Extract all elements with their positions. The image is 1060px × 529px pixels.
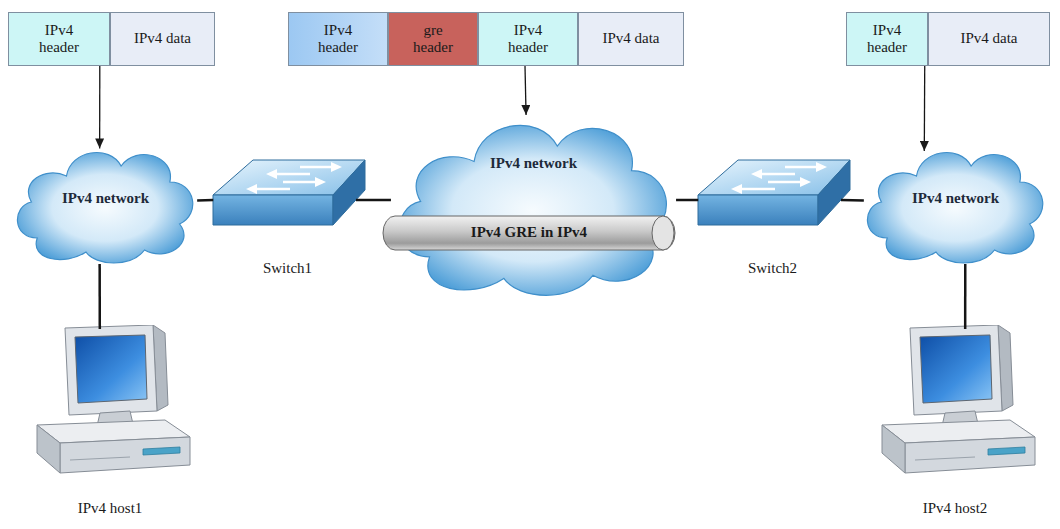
packet-field: gre header [388, 12, 478, 66]
network-label: IPv4 network [8, 190, 203, 207]
network-cloud: IPv4 network [8, 138, 203, 268]
host-node: IPv4 host2 [870, 325, 1040, 525]
network-cloud: IPv4 networkIPv4 GRE in IPv4 [385, 103, 682, 303]
encapsulation-arrow [924, 66, 926, 151]
cloud-shape-use [17, 153, 192, 263]
network-link [98, 264, 101, 329]
switch-node: Switch1 [205, 155, 370, 285]
packet-field: IPv4 header [288, 12, 388, 66]
packet-field-label: IPv4 data [115, 30, 210, 47]
host-node: IPv4 host1 [25, 325, 195, 525]
switch-icon [690, 155, 855, 235]
packet-field-label: IPv4 header [862, 22, 912, 57]
network-label: IPv4 network [385, 155, 682, 172]
network-link [841, 199, 864, 202]
network-cloud: IPv4 network [858, 138, 1053, 268]
network-link [197, 199, 213, 202]
packet-field: IPv4 data [110, 12, 215, 66]
computer-icon [25, 325, 195, 485]
switch-label: Switch1 [205, 260, 370, 277]
encapsulation-arrow [525, 66, 526, 115]
packet-field: IPv4 data [578, 12, 684, 66]
computer-icon [870, 325, 1040, 485]
network-link [356, 199, 391, 202]
computer-icon-use [882, 325, 1035, 473]
packet-field-label: IPv4 header [34, 22, 84, 57]
cloud-shape-use [867, 153, 1042, 263]
network-link [964, 264, 967, 329]
switch-node: Switch2 [690, 155, 855, 285]
tunnel-label: IPv4 GRE in IPv4 [381, 215, 677, 251]
packet-field-label: IPv4 header [503, 22, 553, 57]
packet-field-label: IPv4 data [942, 30, 1037, 47]
packet-field: IPv4 header [846, 12, 928, 66]
tunnel: IPv4 GRE in IPv4 [381, 215, 677, 251]
switch-label: Switch2 [690, 260, 855, 277]
cloud-shape [385, 103, 682, 303]
cloud-shape-use [399, 125, 666, 295]
packet-field: IPv4 header [478, 12, 578, 66]
network-link [676, 199, 698, 202]
host-label: IPv4 host2 [870, 500, 1040, 517]
packet-field: IPv4 data [928, 12, 1050, 66]
network-label: IPv4 network [858, 190, 1053, 207]
computer-icon-use [37, 325, 190, 473]
encapsulation-arrow [99, 66, 100, 148]
packet-field-label: IPv4 header [313, 22, 363, 57]
host-label: IPv4 host1 [25, 500, 195, 517]
packet-field-label: gre header [408, 22, 458, 57]
switch-icon-use [698, 160, 850, 225]
switch-icon [205, 155, 370, 235]
packet-field: IPv4 header [8, 12, 110, 66]
switch-icon-use [213, 160, 365, 225]
packet-field-label: IPv4 data [584, 30, 679, 47]
